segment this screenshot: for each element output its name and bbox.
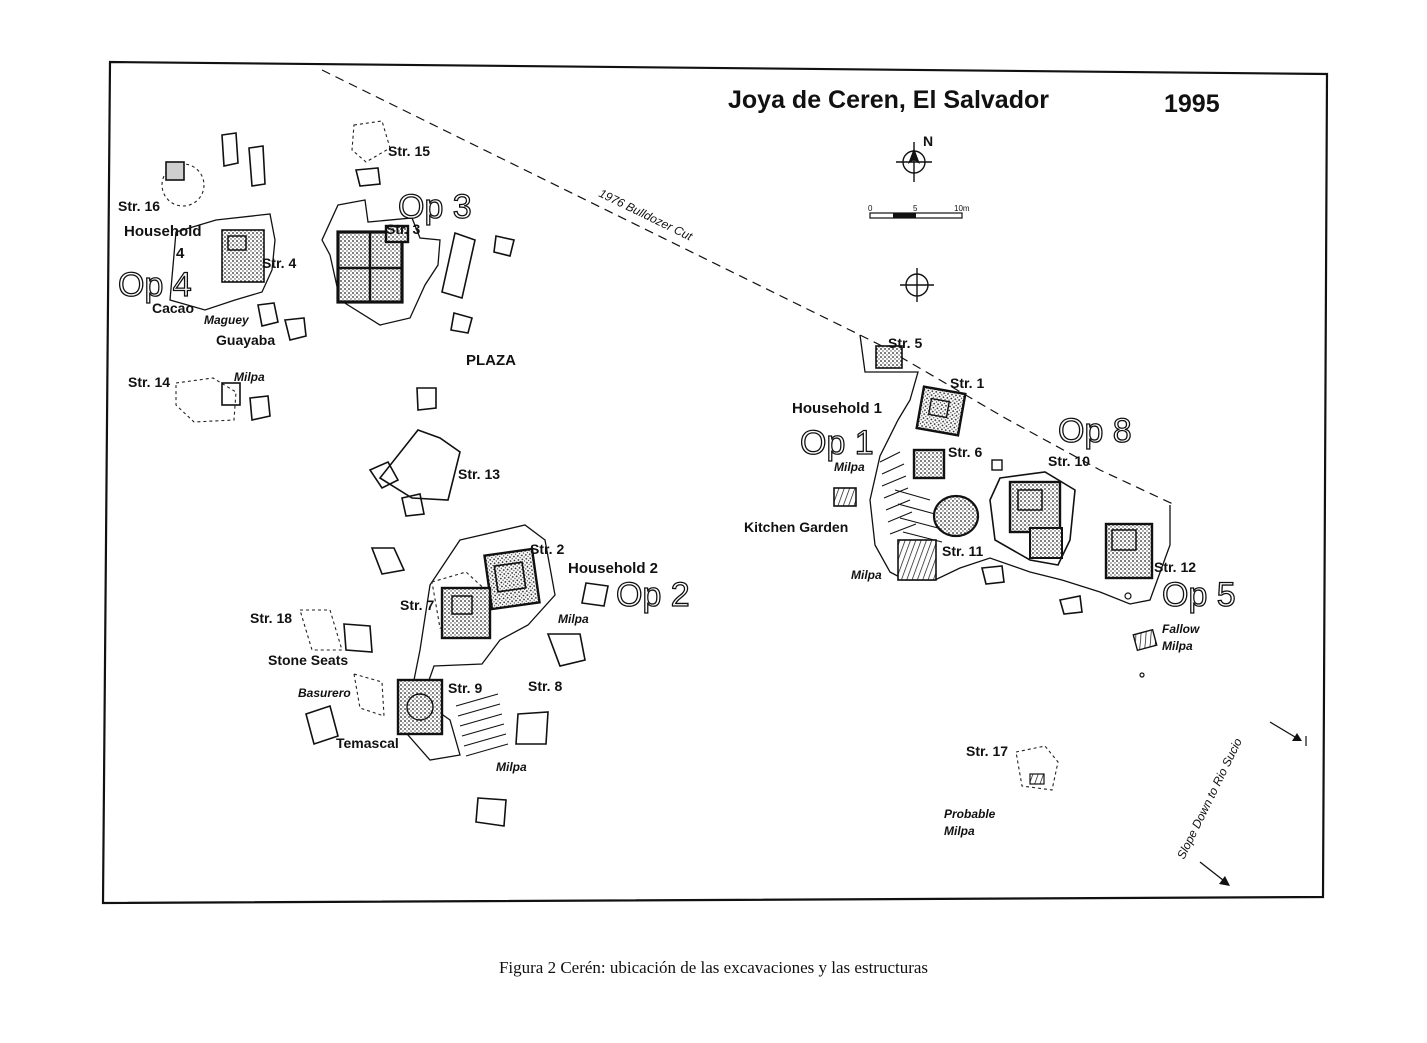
bulldozer-cut-line xyxy=(321,69,1176,506)
str-14-label: Str. 14 xyxy=(128,374,170,390)
bulldozer-cut-label: 1976 Bulldozer Cut xyxy=(597,186,695,244)
household-1-label: Household 1 xyxy=(792,400,882,417)
milpa-label-str11: Milpa xyxy=(851,568,882,582)
op-4-label: Op 4 xyxy=(118,266,192,304)
scale-bar: 0 5 10m xyxy=(868,204,970,219)
map-title: Joya de Ceren, El Salvador xyxy=(728,86,1049,114)
str-7-label: Str. 7 xyxy=(400,597,434,613)
map-year: 1995 xyxy=(1164,90,1220,118)
household-1-group xyxy=(833,334,1171,791)
household-4-group xyxy=(161,132,307,423)
str-15-label: Str. 15 xyxy=(388,143,430,159)
probable-label: Probable xyxy=(944,807,996,821)
str-18-label: Str. 18 xyxy=(250,610,292,626)
op-8-label: Op 8 xyxy=(1058,412,1132,450)
str-13-label: Str. 13 xyxy=(458,466,500,482)
str-12-label: Str. 12 xyxy=(1154,559,1196,575)
str-8-label: Str. 8 xyxy=(528,678,562,694)
op-3-label: Op 3 xyxy=(398,188,472,226)
scale-label-10m: 10m xyxy=(954,204,970,213)
str-13-complex xyxy=(368,387,461,575)
op-1-label: Op 1 xyxy=(800,424,874,462)
kitchen-garden-label: Kitchen Garden xyxy=(744,519,848,535)
fallow-milpa-label: Milpa xyxy=(1162,639,1193,653)
op-5-label: Op 5 xyxy=(1162,576,1236,614)
op-2-label: Op 2 xyxy=(616,576,690,614)
milpa-label-str8: Milpa xyxy=(558,612,589,626)
plaza-label: PLAZA xyxy=(466,352,516,369)
figure-caption: Figura 2 Cerén: ubicación de las excavac… xyxy=(498,958,929,977)
str-5-label: Str. 5 xyxy=(888,335,922,351)
north-label: N xyxy=(923,133,933,149)
datum-crosshair-icon xyxy=(900,268,934,302)
str-3-label: Str. 3 xyxy=(386,221,420,237)
milpa-label-str9: Milpa xyxy=(496,760,527,774)
probable-milpa-label: Milpa xyxy=(944,824,975,838)
household-2-group xyxy=(299,524,609,827)
stone-seats-label: Stone Seats xyxy=(268,652,348,668)
guayaba-label: Guayaba xyxy=(216,332,275,348)
north-arrow-icon xyxy=(896,142,932,182)
slope-label: Slope Down to Rio Sucio xyxy=(1174,736,1245,862)
temascal-label: Temascal xyxy=(336,735,399,751)
str-16-label: Str. 16 xyxy=(118,198,160,214)
map-frame xyxy=(101,60,1329,905)
household-2-label: Household 2 xyxy=(568,560,658,577)
str-6-label: Str. 6 xyxy=(948,444,982,460)
household-4-label: Household xyxy=(124,223,202,240)
slope-arrow-bottom-icon xyxy=(1199,861,1230,886)
maguey-label: Maguey xyxy=(204,313,250,327)
str-3-complex xyxy=(321,120,515,334)
household-4-number: 4 xyxy=(176,245,185,262)
str-2-label: Str. 2 xyxy=(530,541,564,557)
str-4-label: Str. 4 xyxy=(262,255,296,271)
slope-arrow-top-icon xyxy=(1269,721,1307,746)
str-1-label: Str. 1 xyxy=(950,375,984,391)
fallow-label: Fallow xyxy=(1162,622,1200,636)
str-10-label: Str. 10 xyxy=(1048,453,1090,469)
cacao-label: Cacao xyxy=(152,300,194,316)
str-9-label: Str. 9 xyxy=(448,680,482,696)
milpa-label-op1: Milpa xyxy=(834,460,865,474)
scale-label-5: 5 xyxy=(913,204,918,213)
str-11-label: Str. 11 xyxy=(942,543,983,559)
scale-label-0: 0 xyxy=(868,204,873,213)
str-17-label: Str. 17 xyxy=(966,743,1008,759)
milpa-label-str14: Milpa xyxy=(234,370,265,384)
basurero-label: Basurero xyxy=(298,686,351,700)
